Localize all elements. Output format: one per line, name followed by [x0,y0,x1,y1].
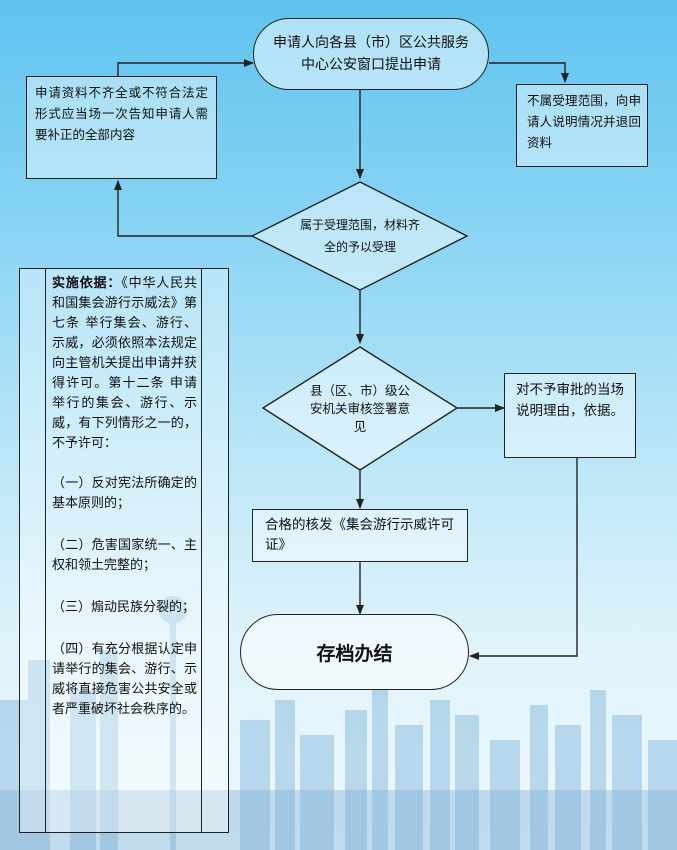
legal-basis-panel: 实施依据：《中华人民共和国集会游行示威法》第七条 举行集会、游行、示威，必须依照… [19,267,229,833]
legal-basis-item-1: （一）反对宪法所确定的基本原则的； [52,475,197,511]
legal-basis-content: 实施依据：《中华人民共和国集会游行示威法》第七条 举行集会、游行、示威，必须依照… [45,267,202,833]
legal-basis-text: 《中华人民共和国集会游行示威法》第七条 举行集会、游行、示威，必须依照本法规定向… [52,275,197,451]
not-in-scope-box: 不属受理范围，向申请人说明情况并退回资料 [516,84,648,167]
legal-basis-item-3: （三）煽动民族分裂的； [52,599,196,615]
not-in-scope-text: 不属受理范围，向申请人说明情况并退回资料 [527,93,641,150]
apply-node: 申请人向各县（市）区公共服务中心公安窗口提出申请 [253,18,489,90]
deny-text: 对不予审批的当场说明理由，依据。 [516,382,624,419]
apply-text: 申请人向各县（市）区公共服务中心公安窗口提出申请 [273,35,469,73]
accept-diamond-shape [250,181,469,291]
incomplete-box: 申请资料不齐全或不符合法定形式应当场一次告知申请人需要补正的全部内容 [26,76,217,179]
accept-text: 属于受理范围，材料齐全的予以受理 [299,218,420,254]
legal-basis-intro: 实施依据：《中华人民共和国集会游行示威法》第七条 举行集会、游行、示威，必须依照… [52,274,197,454]
legal-basis-item-4: （四）有充分根据认定申请举行的集会、游行、示威将直接危害公共安全或者严重破坏社会… [52,641,197,717]
arrow-accept-to-incomplete [114,180,252,237]
arrow-incomplete-to-apply [117,59,254,76]
review-text: 县（区、市）级公安机关审核签署意见 [309,383,410,434]
deny-box: 对不予审批的当场说明理由，依据。 [504,373,636,458]
issue-permit-box: 合格的核发《集会游行示威许可证》 [252,509,468,562]
archive-text: 存档办结 [316,642,393,665]
arrow-apply-to-not-in-scope [489,62,569,83]
incomplete-text: 申请资料不齐全或不符合法定形式应当场一次告知申请人需要补正的全部内容 [35,85,208,142]
legal-basis-item-2: （二）危害国家统一、主权和领土完整的； [52,537,197,573]
archive-node: 存档办结 [240,614,469,690]
issue-permit-text: 合格的核发《集会游行示威许可证》 [265,517,454,553]
legal-basis-label: 实施依据： [52,275,122,291]
arrow-deny-to-archive [469,458,578,660]
review-diamond-shape [261,346,459,471]
